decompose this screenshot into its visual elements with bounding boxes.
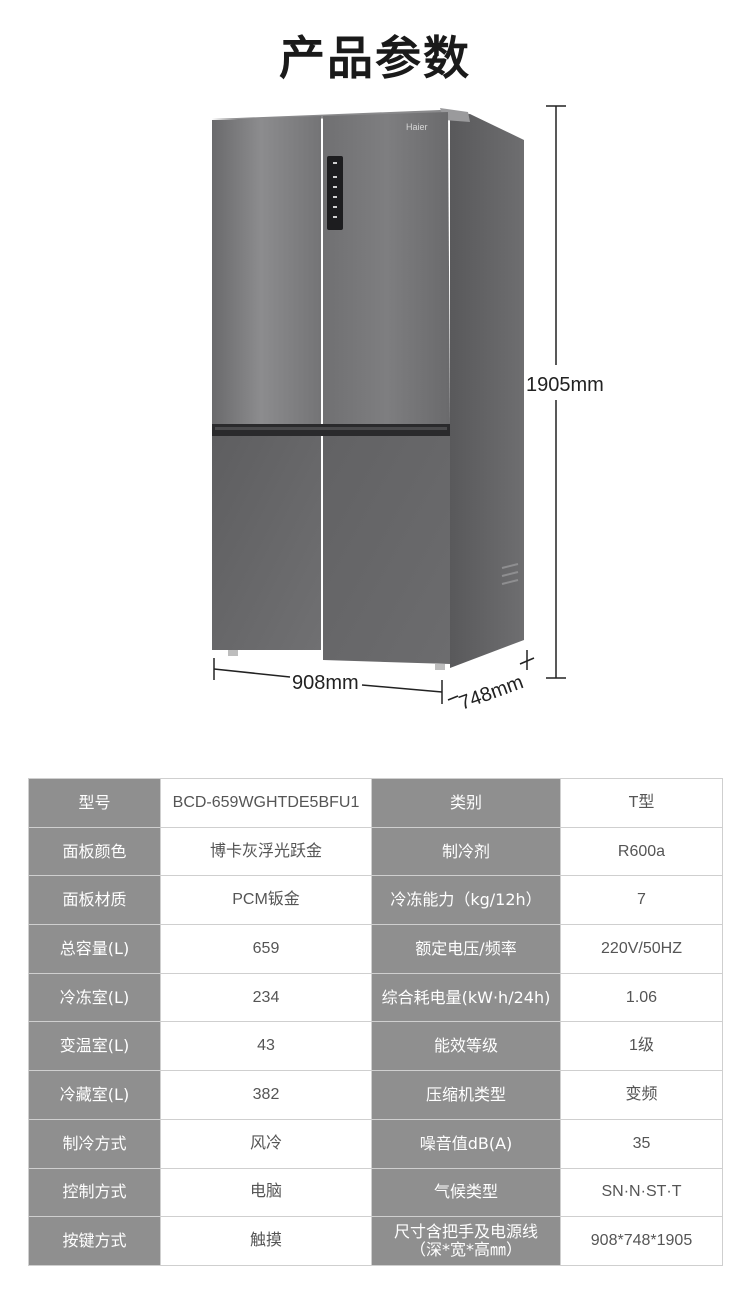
- table-row: 型号 BCD-659WGHTDE5BFU1 类别 T型: [28, 778, 723, 828]
- spec-label-line: 尺寸含把手及电源线: [393, 1222, 538, 1242]
- spec-label: 制冷方式: [28, 1118, 161, 1169]
- width-dimension: [213, 658, 443, 704]
- spec-value: 43: [160, 1021, 372, 1072]
- lower-left-door: [212, 436, 321, 650]
- table-row: 按键方式 触摸 尺寸含把手及电源线 （深*宽*高㎜） 908*748*1905: [28, 1216, 723, 1266]
- table-row: 变温室(L) 43 能效等级 1级: [28, 1021, 723, 1072]
- spec-value: 风冷: [160, 1118, 372, 1169]
- spec-value: 触摸: [160, 1216, 372, 1266]
- spec-value: 908*748*1905: [560, 1216, 723, 1266]
- spec-value: 7: [560, 875, 723, 926]
- spec-value: BCD-659WGHTDE5BFU1: [160, 778, 372, 828]
- fridge-side-panel: [450, 114, 524, 668]
- spec-label: 型号: [28, 778, 161, 828]
- spec-value: 382: [160, 1070, 372, 1120]
- table-row: 面板材质 PCM钣金 冷冻能力（kg/12h） 7: [28, 875, 723, 926]
- table-row: 面板颜色 博卡灰浮光跃金 制冷剂 R600a: [28, 826, 723, 877]
- spec-label: 面板材质: [28, 875, 161, 926]
- spec-value: 1级: [560, 1021, 723, 1072]
- spec-label-two-line: 尺寸含把手及电源线 （深*宽*高㎜）: [371, 1216, 561, 1266]
- spec-label-subline: （深*宽*高㎜）: [409, 1240, 522, 1260]
- spec-label: 压缩机类型: [371, 1070, 561, 1120]
- lower-right-door: [323, 436, 450, 664]
- spec-value: R600a: [560, 826, 723, 877]
- spec-label: 综合耗电量(kW·h/24h): [371, 972, 561, 1023]
- spec-label: 面板颜色: [28, 826, 161, 877]
- spec-value: 变频: [560, 1070, 723, 1120]
- spec-label: 噪音值dB(A): [371, 1118, 561, 1169]
- spec-value: 博卡灰浮光跃金: [160, 826, 372, 877]
- spec-label: 总容量(L): [28, 924, 161, 974]
- spec-value: T型: [560, 778, 723, 828]
- spec-value: 659: [160, 924, 372, 974]
- depth-dimension: [447, 650, 535, 701]
- table-row: 总容量(L) 659 额定电压/频率 220V/50HZ: [28, 924, 723, 974]
- spec-value: 电脑: [160, 1167, 372, 1218]
- spec-value: 220V/50HZ: [560, 924, 723, 974]
- height-dimension: [546, 105, 566, 679]
- spec-label: 能效等级: [371, 1021, 561, 1072]
- brand-logo: Haier: [406, 122, 428, 132]
- table-row: 冷冻室(L) 234 综合耗电量(kW·h/24h) 1.06: [28, 972, 723, 1023]
- upper-right-door: [323, 112, 450, 424]
- spec-label: 额定电压/频率: [371, 924, 561, 974]
- control-panel: [327, 156, 343, 230]
- spec-value: 234: [160, 972, 372, 1023]
- fridge-illustration: Haier 1905mm 908mm: [212, 105, 604, 715]
- spec-label: 冷冻室(L): [28, 972, 161, 1023]
- table-row: 制冷方式 风冷 噪音值dB(A) 35: [28, 1118, 723, 1169]
- spec-label: 控制方式: [28, 1167, 161, 1218]
- page-title: 产品参数: [279, 31, 471, 85]
- height-label: 1905mm: [526, 374, 604, 396]
- spec-value: 1.06: [560, 972, 723, 1023]
- spec-label: 冷藏室(L): [28, 1070, 161, 1120]
- spec-value: 35: [560, 1118, 723, 1169]
- upper-left-door: [212, 116, 321, 424]
- spec-label: 变温室(L): [28, 1021, 161, 1072]
- spec-label: 按键方式: [28, 1216, 161, 1266]
- spec-label: 冷冻能力（kg/12h）: [371, 875, 561, 926]
- spec-label: 类别: [371, 778, 561, 828]
- table-row: 冷藏室(L) 382 压缩机类型 变频: [28, 1070, 723, 1120]
- table-row: 控制方式 电脑 气候类型 SN·N·ST·T: [28, 1167, 723, 1218]
- width-label: 908mm: [292, 672, 359, 694]
- spec-value: SN·N·ST·T: [560, 1167, 723, 1218]
- depth-label: 748mm: [456, 671, 526, 714]
- spec-label: 制冷剂: [371, 826, 561, 877]
- spec-value: PCM钣金: [160, 875, 372, 926]
- spec-label: 气候类型: [371, 1167, 561, 1218]
- spec-table: 型号 BCD-659WGHTDE5BFU1 类别 T型 面板颜色 博卡灰浮光跃金…: [28, 778, 723, 1266]
